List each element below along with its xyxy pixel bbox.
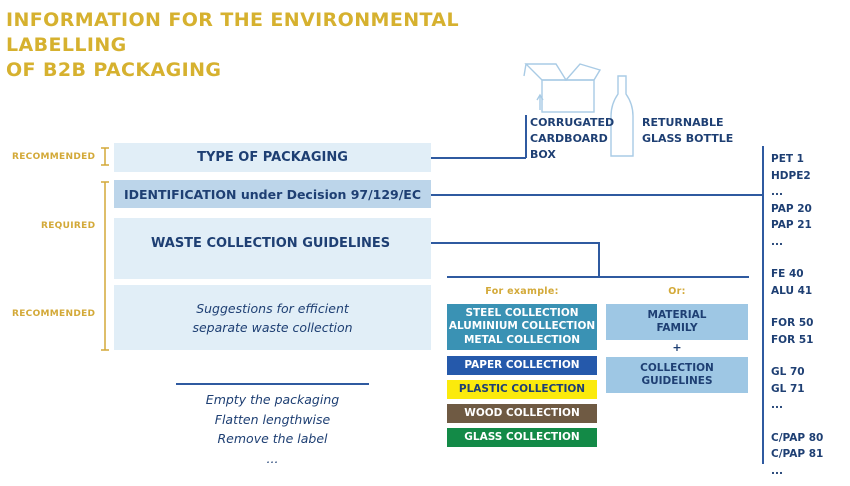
required-label: REQUIRED (41, 221, 96, 231)
codes-vertical-line (762, 146, 764, 464)
connector-identification (431, 194, 763, 196)
identification-box: IDENTIFICATION under Decision 97/129/EC (114, 180, 431, 208)
instruction-item: ... (266, 450, 279, 466)
bottle-line-2: GLASS BOTTLE (642, 132, 734, 145)
code-item: FOR 51 (771, 333, 814, 346)
glass-bottle-label: RETURNABLE GLASS BOTTLE (642, 115, 733, 147)
code-item: PET 1 (771, 153, 804, 165)
code-item: FOR 50 (771, 317, 814, 329)
material-family-box: MATERIAL FAMILY (606, 304, 748, 340)
or-label: Or: (668, 286, 686, 297)
code-item: ALU 41 (771, 284, 813, 297)
code-item: HDPE2 (771, 169, 811, 182)
glass-collection-label: GLASS COLLECTION (464, 430, 580, 443)
suggestions-line-2: separate waste collection (192, 319, 353, 335)
plastic-collection-bar: PLASTIC COLLECTION (447, 380, 597, 399)
connector-type (431, 157, 526, 159)
plastic-collection-label: PLASTIC COLLECTION (458, 382, 586, 395)
wood-collection-label: WOOD COLLECTION (464, 406, 580, 419)
glass-collection-bar: GLASS COLLECTION (447, 428, 597, 447)
title-line-1: INFORMATION FOR THE ENVIRONMENTAL LABELL… (6, 9, 460, 56)
bottle-line-1: RETURNABLE (642, 116, 724, 129)
cardboard-line-1: CORRUGATED (530, 116, 615, 129)
code-item: ... (771, 186, 783, 198)
metal-collection-bar: STEEL COLLECTION ALUMINIUM COLLECTION ME… (447, 304, 597, 350)
page-title: INFORMATION FOR THE ENVIRONMENTAL LABELL… (6, 8, 566, 83)
code-item: PAP 20 (771, 202, 812, 215)
type-of-packaging-box: TYPE OF PACKAGING (114, 143, 431, 172)
instruction-item: Empty the packaging (205, 392, 340, 407)
cardboard-box-icon (523, 63, 602, 113)
guidelines-line-1: COLLECTION (640, 361, 714, 374)
aluminium-collection-label: ALUMINIUM COLLECTION (448, 320, 596, 333)
cardboard-line-2: CARDBOARD (530, 132, 608, 145)
glass-bottle-icon (610, 75, 634, 157)
guidelines-line-2: GUIDELINES (641, 375, 713, 387)
identification-label: IDENTIFICATION under Decision 97/129/EC (123, 186, 422, 202)
instruction-item: Remove the label (217, 431, 328, 446)
recommended-label-bottom: RECOMMENDED (12, 309, 96, 319)
metal-collection-label: METAL COLLECTION (463, 333, 581, 346)
code-item: GL 71 (771, 382, 805, 395)
code-item: FE 40 (771, 268, 804, 280)
type-of-packaging-label: TYPE OF PACKAGING (197, 150, 348, 165)
steel-collection-label: STEEL COLLECTION (465, 306, 579, 319)
instructions-list: Empty the packaging Flatten lengthwise R… (176, 390, 369, 468)
wood-collection-bar: WOOD COLLECTION (447, 404, 597, 423)
paper-collection-bar: PAPER COLLECTION (447, 356, 597, 375)
code-item: GL 70 (771, 366, 805, 378)
bracket-lines (101, 147, 109, 351)
connector-waste-down (598, 242, 600, 277)
collection-guidelines-box: COLLECTION GUIDELINES (606, 357, 748, 393)
connector-type-up (525, 115, 527, 158)
title-line-2: OF B2B PACKAGING (6, 59, 222, 81)
code-item: C/PAP 80 (771, 431, 824, 444)
plus-sign: + (672, 341, 682, 354)
connector-waste (431, 242, 599, 244)
identification-codes: PET 1 HDPE2 ... PAP 20 PAP 21 ... FE 40 … (771, 151, 823, 479)
for-example-label: For example: (485, 286, 559, 297)
material-line-2: FAMILY (656, 322, 698, 334)
code-item: ... (771, 464, 783, 477)
code-item: ... (771, 399, 783, 411)
instructions-divider (176, 383, 369, 385)
instruction-item: Flatten lengthwise (214, 411, 331, 427)
material-line-1: MATERIAL (647, 308, 707, 321)
code-item: ... (771, 235, 783, 248)
code-item: C/PAP 81 (771, 448, 824, 460)
waste-collection-label: WASTE COLLECTION GUIDELINES (151, 236, 391, 251)
suggestions-line-1: Suggestions for efficient (196, 300, 349, 316)
paper-collection-label: PAPER COLLECTION (464, 358, 580, 371)
code-item: PAP 21 (771, 219, 812, 231)
cardboard-box-label: CORRUGATED CARDBOARD BOX (530, 115, 614, 163)
cardboard-line-3: BOX (530, 148, 556, 161)
examples-top-line (447, 276, 749, 278)
recommended-label-top: RECOMMENDED (12, 152, 96, 162)
suggestions-box: Suggestions for efficient separate waste… (114, 285, 431, 350)
waste-collection-box: WASTE COLLECTION GUIDELINES (114, 218, 431, 279)
